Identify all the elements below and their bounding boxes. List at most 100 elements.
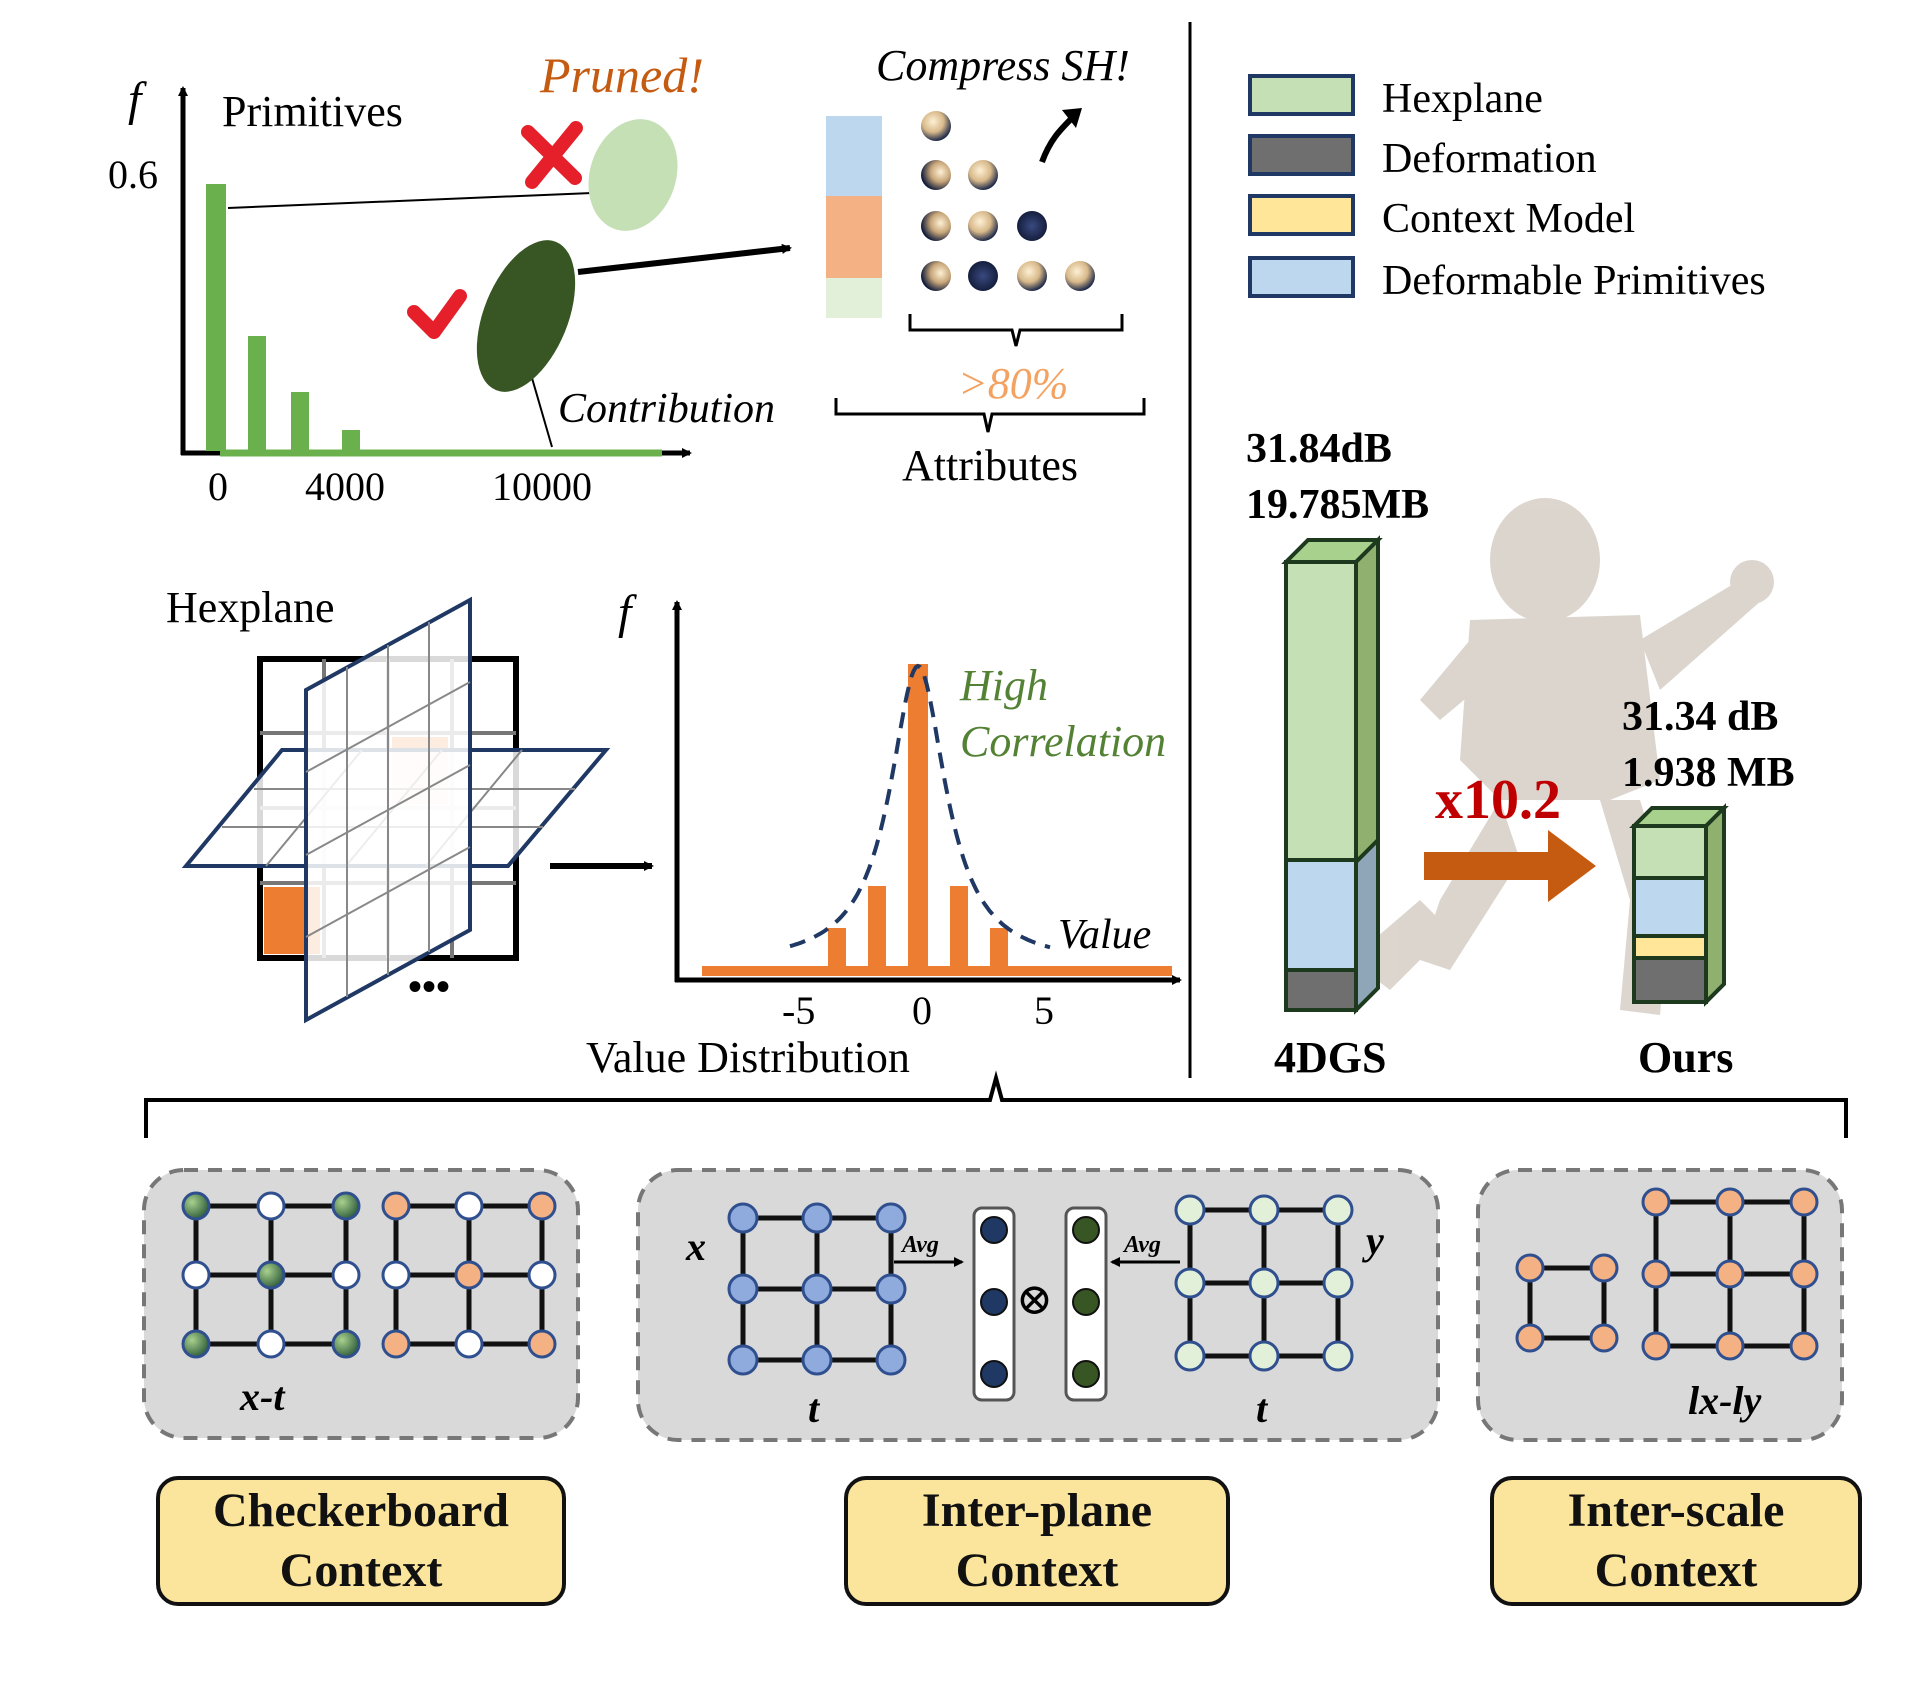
legend-item: Context Model — [1248, 194, 1635, 242]
grid-node — [454, 1329, 484, 1359]
sh-sphere-icon — [1017, 261, 1047, 291]
pruned-label: Pruned! — [539, 47, 704, 103]
sh-sphere-icon — [921, 261, 951, 291]
check-icon — [407, 289, 467, 339]
bar-segment-hexplane — [1284, 560, 1358, 862]
context-title-line: Inter-scale — [1567, 1484, 1785, 1537]
grid-node — [454, 1260, 484, 1290]
chart-bar — [342, 430, 360, 451]
legend-swatch — [1248, 74, 1355, 116]
checkerboard-grid-a — [181, 1191, 361, 1359]
grid-node — [727, 1273, 759, 1305]
interplane-context-box: Inter-plane Context — [844, 1476, 1230, 1606]
x-tick-label: 4000 — [305, 464, 385, 509]
connector-line — [227, 192, 593, 209]
ellipsis: ••• — [408, 964, 450, 1009]
sh-brace — [908, 314, 1124, 347]
bar-segment-hexplane — [1632, 824, 1708, 880]
curved-arrow-icon — [1039, 115, 1075, 164]
legend-item: Deformation — [1248, 134, 1597, 182]
sh-sphere-icon — [968, 211, 998, 241]
grid-node — [1789, 1259, 1819, 1289]
interscale-context-box: Inter-scale Context — [1490, 1476, 1862, 1606]
grid-node — [1789, 1331, 1819, 1361]
chart-bar — [206, 184, 226, 451]
compress-sh-label: Compress SH! — [876, 41, 1130, 90]
grid-node — [181, 1329, 211, 1359]
interscale-grid-fine — [1641, 1187, 1819, 1361]
chart-bar — [828, 928, 846, 976]
hexplane-title: Hexplane — [166, 583, 335, 632]
reduction-arrow — [1424, 830, 1596, 902]
grid-node — [256, 1260, 286, 1290]
baseline-size: 19.785MB — [1246, 482, 1429, 528]
grid-node — [256, 1191, 286, 1221]
grid-node — [1515, 1323, 1545, 1353]
grid-node — [1322, 1194, 1354, 1226]
grid-node — [381, 1329, 411, 1359]
chart-bar — [950, 886, 968, 976]
vertical-plane-grid — [305, 622, 471, 997]
grid-node — [1715, 1259, 1745, 1289]
grid-node — [875, 1273, 907, 1305]
legend-label: Deformable Primitives — [1382, 258, 1766, 304]
value-distribution-chart: f High Correlation Value -5 0 5 Value Di… — [586, 586, 1182, 1082]
baseline-psnr: 31.84dB — [1246, 426, 1392, 472]
compression-ratio: x10.2 — [1435, 769, 1561, 831]
attribute-bar-segment — [826, 116, 882, 196]
legend-label: Deformation — [1382, 136, 1597, 182]
bar-segment-primitives — [1284, 858, 1358, 972]
kept-primitive-ellipse — [476, 240, 576, 392]
x-axis-label: Contribution — [558, 386, 775, 432]
y-tick-label: 0.6 — [108, 152, 158, 197]
checkerboard-grid-b — [381, 1191, 557, 1359]
grid-node — [801, 1202, 833, 1234]
grid-node — [1174, 1340, 1206, 1372]
grid-node — [1248, 1194, 1280, 1226]
grid-node — [727, 1344, 759, 1376]
annotation-line: High — [959, 661, 1048, 710]
attribute-bar-segment — [826, 278, 882, 318]
baseline-label: 4DGS — [1274, 1033, 1386, 1082]
legend-label: Hexplane — [1382, 76, 1543, 122]
context-title-line: Context — [279, 1544, 443, 1597]
legend-item: Hexplane — [1248, 74, 1543, 122]
grid-node — [1715, 1187, 1745, 1217]
checkerboard-axis-label: x-t — [239, 1374, 286, 1419]
context-title-line: Context — [1594, 1544, 1758, 1597]
grid-node — [1641, 1187, 1671, 1217]
context-title-line: Inter-plane — [921, 1484, 1153, 1537]
hexplane-panel: Hexplane — [166, 583, 654, 1024]
vector-node — [1072, 1360, 1100, 1388]
bar-group — [206, 184, 360, 451]
grid-node — [875, 1202, 907, 1234]
grid-node — [331, 1191, 361, 1221]
grid-node — [454, 1191, 484, 1221]
interscale-panel — [1476, 1168, 1844, 1442]
sh-sphere-icon — [921, 111, 951, 141]
outer-product-icon: ⊗ — [1016, 1275, 1053, 1324]
grid-node — [527, 1260, 557, 1290]
ours-size: 1.938 MB — [1622, 750, 1795, 796]
grid-node — [331, 1329, 361, 1359]
pruned-primitive-ellipse — [588, 119, 678, 231]
distribution-caption: Value Distribution — [586, 1033, 910, 1082]
grid-node — [527, 1329, 557, 1359]
grid-node — [1589, 1253, 1619, 1283]
sh-spheres — [921, 111, 1095, 291]
arrow-to-attributes — [577, 243, 792, 275]
chart-title: Primitives — [222, 87, 403, 136]
connector-line — [531, 377, 553, 448]
chart-bar — [248, 336, 266, 451]
x-axis-label: Value — [1058, 912, 1151, 958]
chart-bar — [908, 664, 928, 976]
grid-node — [527, 1191, 557, 1221]
grid-node — [381, 1260, 411, 1290]
vector-node — [1072, 1216, 1100, 1244]
y-axis-label: f — [128, 73, 147, 126]
attributes-label: Attributes — [902, 441, 1078, 490]
grid-node — [181, 1191, 211, 1221]
grid-node — [1248, 1340, 1280, 1372]
